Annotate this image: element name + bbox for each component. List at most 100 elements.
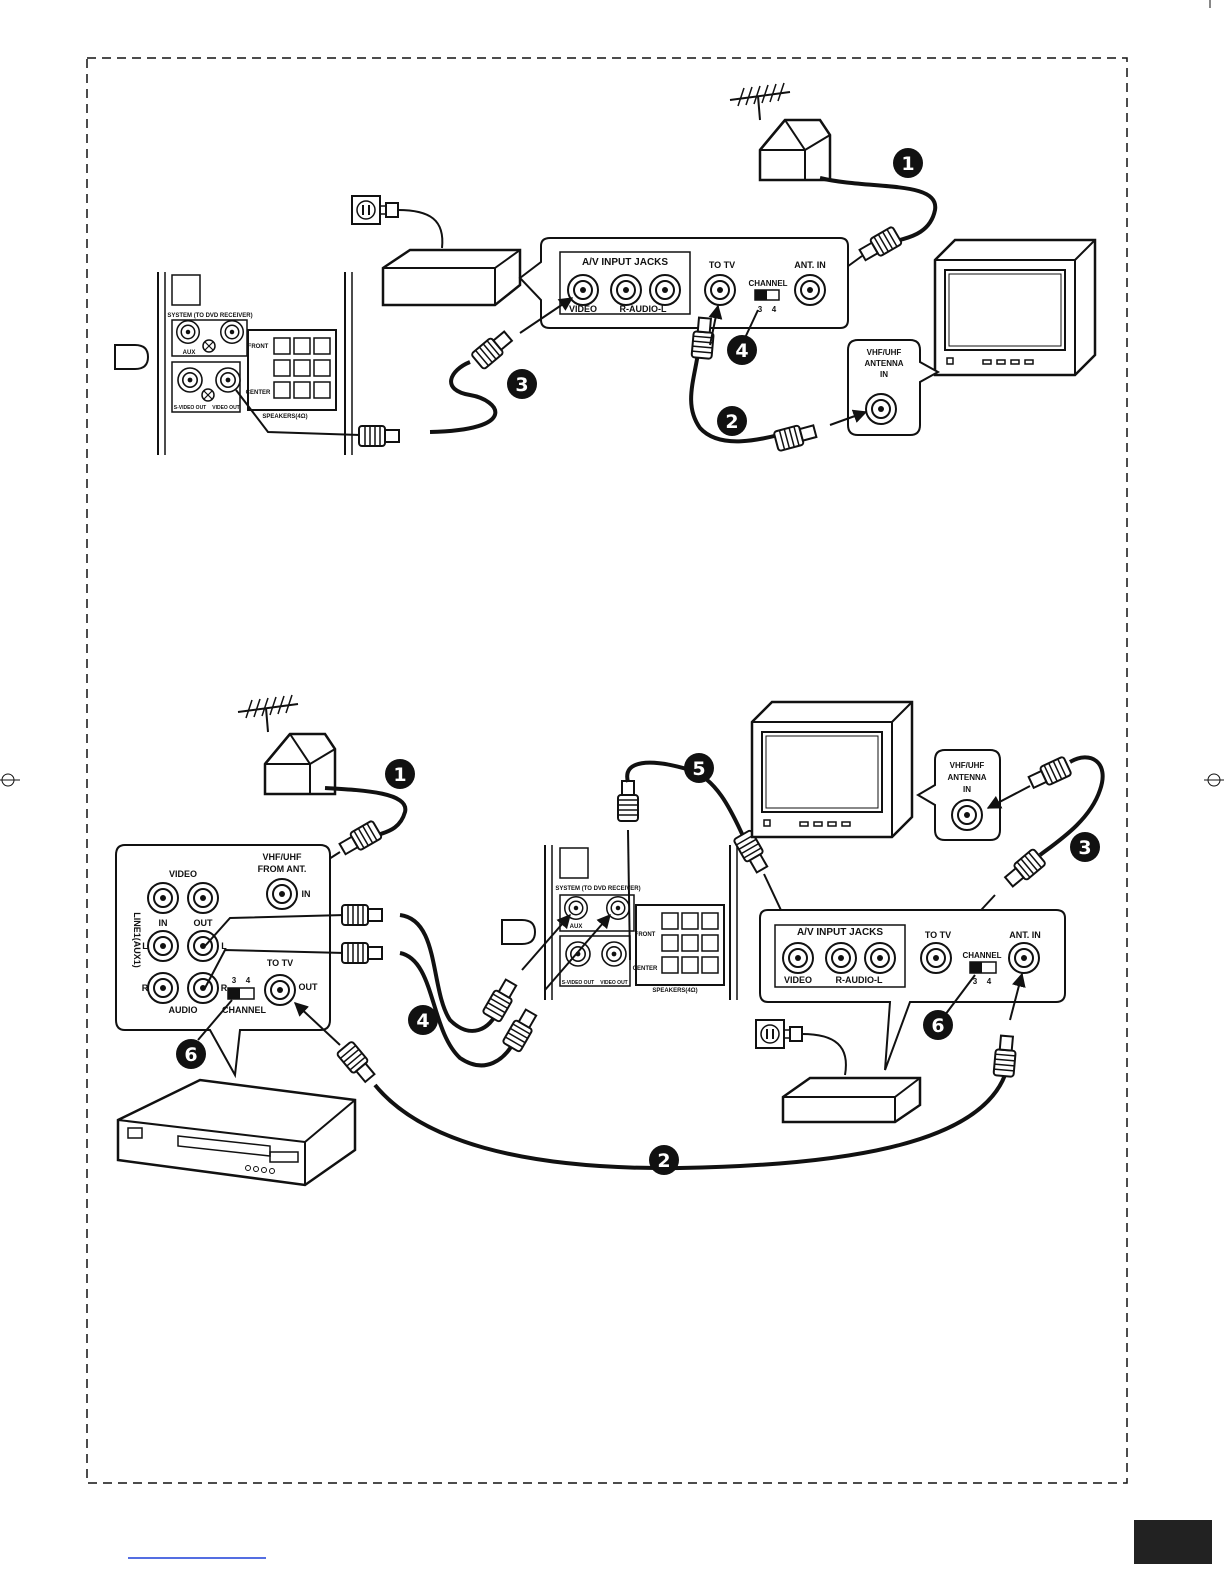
ch3-label: 3	[232, 976, 237, 985]
video-out-label: VIDEO OUT	[212, 405, 240, 411]
house-icon	[758, 118, 832, 182]
channel-leader	[743, 309, 759, 341]
coax-plug	[1025, 755, 1073, 793]
to-tv-label: TO TV	[709, 260, 735, 270]
channel-label: CHANNEL	[222, 1005, 267, 1015]
tv-icon	[750, 700, 914, 839]
aux-l-jack	[220, 320, 244, 344]
l-label: L	[142, 941, 148, 951]
box-back-panel: A/V INPUT JACKS VIDEO R-AUDIO-L TO TV CH…	[518, 237, 849, 329]
arrow	[519, 297, 574, 334]
video-jack	[782, 942, 814, 974]
coax-plug	[335, 1039, 379, 1086]
step-2-badge: 2	[717, 406, 747, 436]
svg-text:4: 4	[735, 340, 748, 362]
audio-label: AUDIO	[169, 1005, 198, 1015]
rca-plug	[469, 327, 516, 371]
audio-leader-r	[204, 948, 346, 989]
cable-2	[689, 329, 791, 444]
callout-line3: IN	[963, 785, 971, 794]
svg-text:1: 1	[901, 153, 914, 175]
video-jack	[567, 274, 599, 306]
arrow	[544, 913, 611, 991]
cable-1	[819, 176, 938, 242]
arrow	[293, 1002, 341, 1046]
video-in-jack	[147, 882, 179, 914]
system-label: SYSTEM (TO DVD RECEIVER)	[167, 313, 252, 319]
channel-label: CHANNEL	[962, 951, 1001, 960]
arrow	[521, 913, 571, 971]
svg-text:6: 6	[184, 1044, 197, 1066]
audio-r-jack	[610, 274, 642, 306]
in-label: IN	[159, 918, 168, 928]
tv-antenna-callout: VHF/UHF ANTENNA IN	[847, 339, 941, 436]
vcr-device	[116, 1078, 357, 1187]
cable-4a	[399, 913, 500, 1033]
r-audio-l-label: R-AUDIO-L	[836, 975, 883, 985]
step-1-badge: 1	[385, 759, 415, 789]
audio-r-in-jack	[147, 972, 179, 1004]
power-cord	[397, 209, 444, 249]
rca-plug	[501, 1006, 541, 1054]
box-back-panel: A/V INPUT JACKS VIDEO R-AUDIO-L TO TV CH…	[759, 909, 1066, 1071]
svideo-jack	[177, 367, 203, 393]
svideo-out-label: S-VIDEO OUT	[174, 405, 207, 411]
step-2-badge: 2	[649, 1145, 679, 1175]
video-leader	[627, 829, 631, 961]
ant-in-label: IN	[302, 889, 311, 899]
audio-l-jack	[864, 942, 896, 974]
audio-leader-l	[204, 914, 346, 947]
house-icon	[263, 732, 337, 796]
arrow	[829, 409, 868, 426]
center-label: CENTER	[246, 390, 271, 396]
av-input-jacks-label: A/V INPUT JACKS	[582, 257, 668, 268]
front-label: FRONT	[248, 344, 269, 350]
step-1-badge: 1	[893, 148, 923, 178]
channel-label: CHANNEL	[748, 279, 787, 288]
audio-r-jack	[825, 942, 857, 974]
video-out-jack	[187, 882, 219, 914]
aux-r-jack	[176, 320, 200, 344]
cable-box	[781, 1076, 922, 1124]
channel-leader	[944, 974, 976, 1016]
ant-in-label: ANT. IN	[1009, 930, 1041, 940]
antenna-icon	[237, 694, 299, 733]
ch4-label: 4	[987, 977, 992, 986]
r-label: R	[142, 983, 149, 993]
callout-line2: ANTENNA	[864, 359, 903, 368]
coax-plug	[772, 420, 819, 453]
step-3-badge: 3	[1070, 832, 1100, 862]
video-out-jack	[601, 941, 627, 967]
ant-in-jack	[266, 878, 298, 910]
tv-antenna-callout: VHF/UHF ANTENNA IN	[916, 749, 1001, 841]
from-ant-line2: FROM ANT.	[258, 864, 307, 874]
cable-3	[1038, 755, 1105, 857]
step-4-badge: 4	[408, 1005, 438, 1035]
to-tv-label: TO TV	[925, 930, 951, 940]
callout-line2: ANTENNA	[947, 773, 986, 782]
svg-text:1: 1	[393, 764, 406, 786]
step-5-badge: 5	[684, 753, 714, 783]
arrow	[986, 785, 1031, 809]
step-6-badge-box: 6	[923, 1010, 953, 1040]
coax-plug	[856, 225, 904, 265]
arrow	[1009, 972, 1026, 1021]
bottom-diagram: VIDEO IN OUT L L R R AUDIO LINE1(AUX1) V…	[115, 694, 1105, 1187]
rca-plug	[341, 904, 383, 926]
step-3-badge: 3	[507, 369, 537, 399]
center-label: CENTER	[633, 966, 658, 972]
rca-plug	[358, 425, 400, 447]
from-ant-line1: VHF/UHF	[263, 852, 302, 862]
cable-2	[373, 1074, 1007, 1171]
to-tv-jack	[704, 274, 736, 306]
svg-text:4: 4	[416, 1010, 429, 1032]
r-label-out: R	[221, 983, 228, 993]
speaker-terminals	[635, 904, 725, 986]
svg-text:3: 3	[515, 374, 528, 396]
tv-antenna-jack	[951, 799, 983, 831]
speakers-label: SPEAKERS(4Ω)	[652, 988, 697, 994]
rca-plug	[481, 976, 521, 1024]
power-outlet-icon	[351, 195, 399, 225]
channel-3-label: 3	[758, 305, 763, 314]
